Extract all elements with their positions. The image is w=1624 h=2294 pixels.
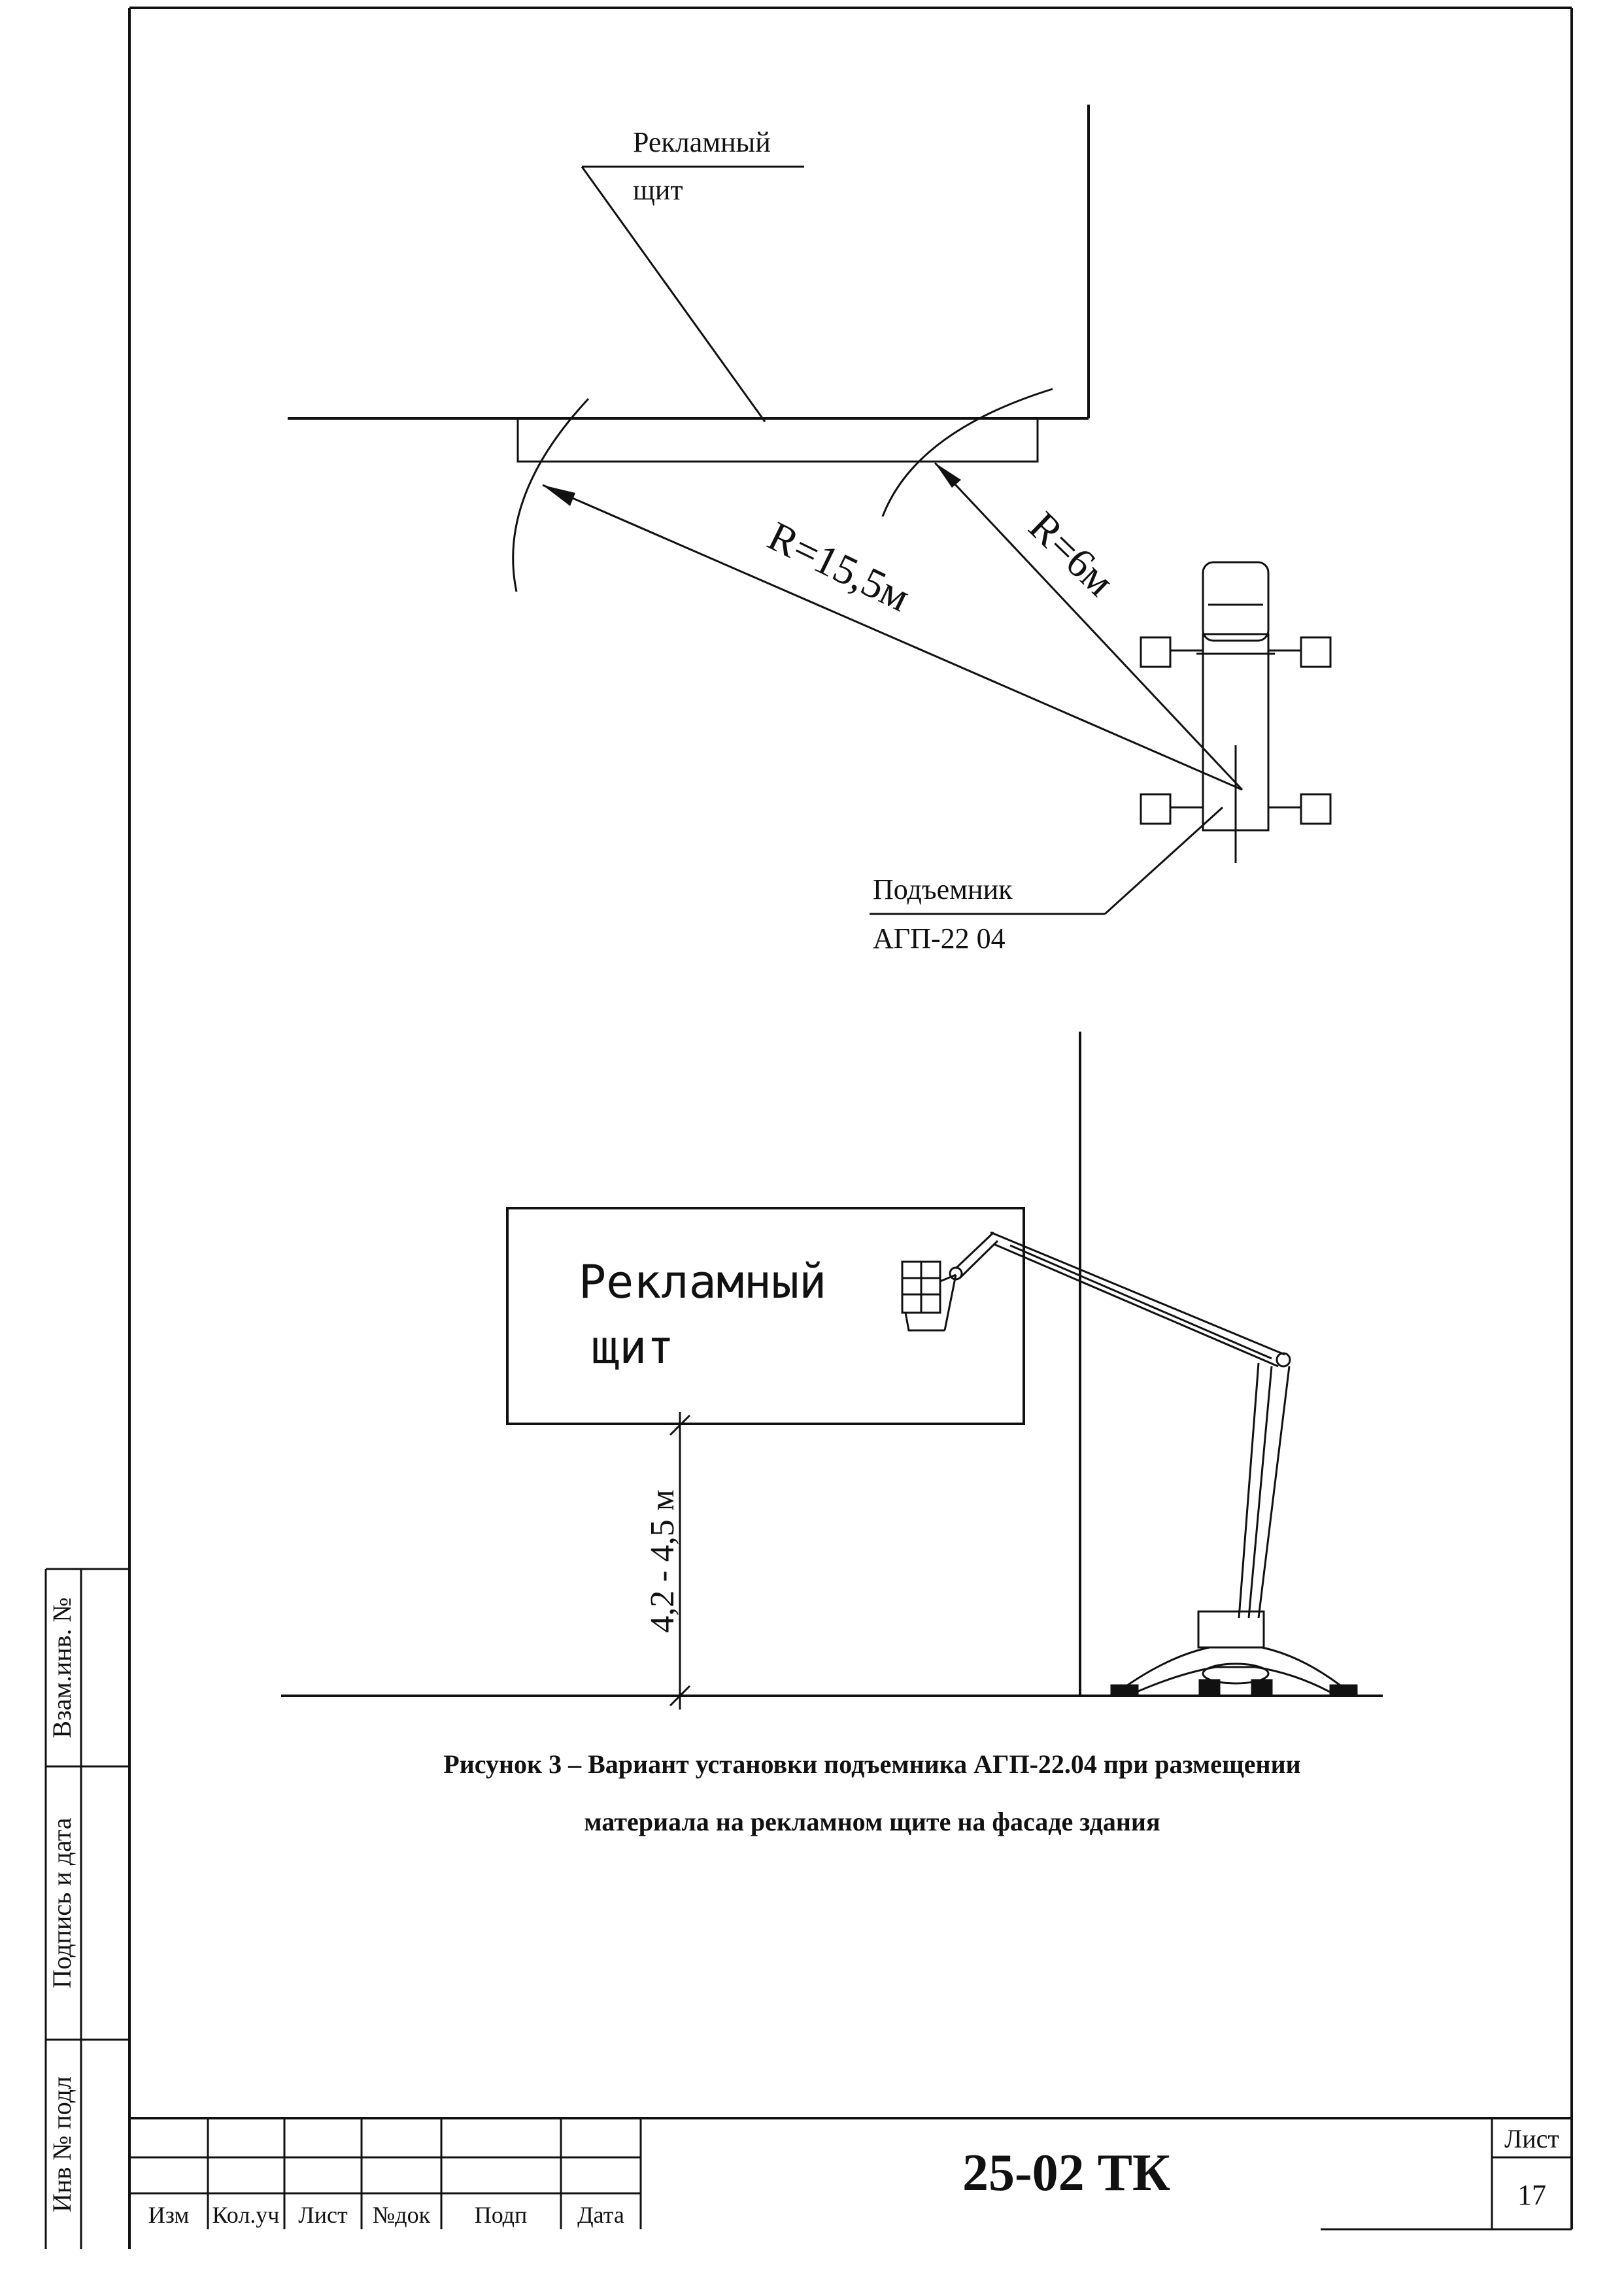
- sheet-frame: [128, 7, 1573, 2249]
- plan-view: Рекламный щит R=15,5м R=6м: [288, 105, 1332, 954]
- tb-col-sheet: Лист: [298, 2202, 348, 2228]
- elevation-view: Рекламный щит 4,2 - 4,5 м: [281, 1032, 1383, 1710]
- lift-plan-label-1: Подъемник: [873, 873, 1013, 905]
- figure-caption-line-2: материала на рекламном щите на фасаде зд…: [584, 1807, 1160, 1836]
- lift-plan-leader: [870, 806, 1224, 915]
- figure-caption-line-1: Рисунок 3 – Вариант установки подъемника…: [443, 1749, 1300, 1779]
- document-code: 25-02 ТК: [962, 2144, 1170, 2202]
- lift-plan-symbol: [1140, 561, 1332, 863]
- sheet-number: 17: [1517, 2179, 1546, 2211]
- tb-col-sign: Подп: [475, 2202, 528, 2228]
- billboard-elevation-rect: [506, 1207, 1025, 1425]
- side-stamp: [44, 1568, 129, 2249]
- tb-col-count: Кол.уч: [212, 2202, 280, 2228]
- tb-col-date: Дата: [577, 2202, 624, 2228]
- reach-arc-far: [512, 397, 590, 592]
- title-block: [129, 2117, 1572, 2229]
- radius-near-label: R=6м: [1020, 503, 1123, 605]
- billboard-elevation-label-2: щит: [592, 1321, 674, 1374]
- tb-col-doc: №док: [373, 2202, 431, 2228]
- radius-lines: [542, 462, 1243, 791]
- stamp-replaced-inv: Взам.инв. №: [47, 1597, 76, 1738]
- reach-arc-near: [881, 388, 1053, 517]
- billboard-plan-label-2: щит: [633, 174, 683, 206]
- radius-near-arrowhead: [935, 463, 961, 488]
- height-dimension: [669, 1412, 691, 1710]
- radius-far-arrowhead: [543, 485, 575, 506]
- sheet-label: Лист: [1504, 2124, 1559, 2153]
- stamp-inv-original: Инв № подл: [47, 2076, 76, 2212]
- tb-col-change: Изм: [148, 2202, 190, 2228]
- billboard-plan-label-1: Рекламный: [633, 126, 771, 158]
- lift-plan-label-2: АГП-22 04: [873, 922, 1006, 954]
- aerial-lift-elevation: [901, 1231, 1358, 1697]
- billboard-elevation-label-1: Рекламный: [579, 1255, 826, 1309]
- radius-far-label: R=15,5м: [761, 513, 917, 620]
- stamp-signature-date: Подпись и дата: [47, 1817, 76, 1988]
- billboard-plan-rect: [516, 417, 1039, 463]
- height-dimension-label: 4,2 - 4,5 м: [644, 1489, 681, 1632]
- billboard-plan-leader: [581, 165, 804, 422]
